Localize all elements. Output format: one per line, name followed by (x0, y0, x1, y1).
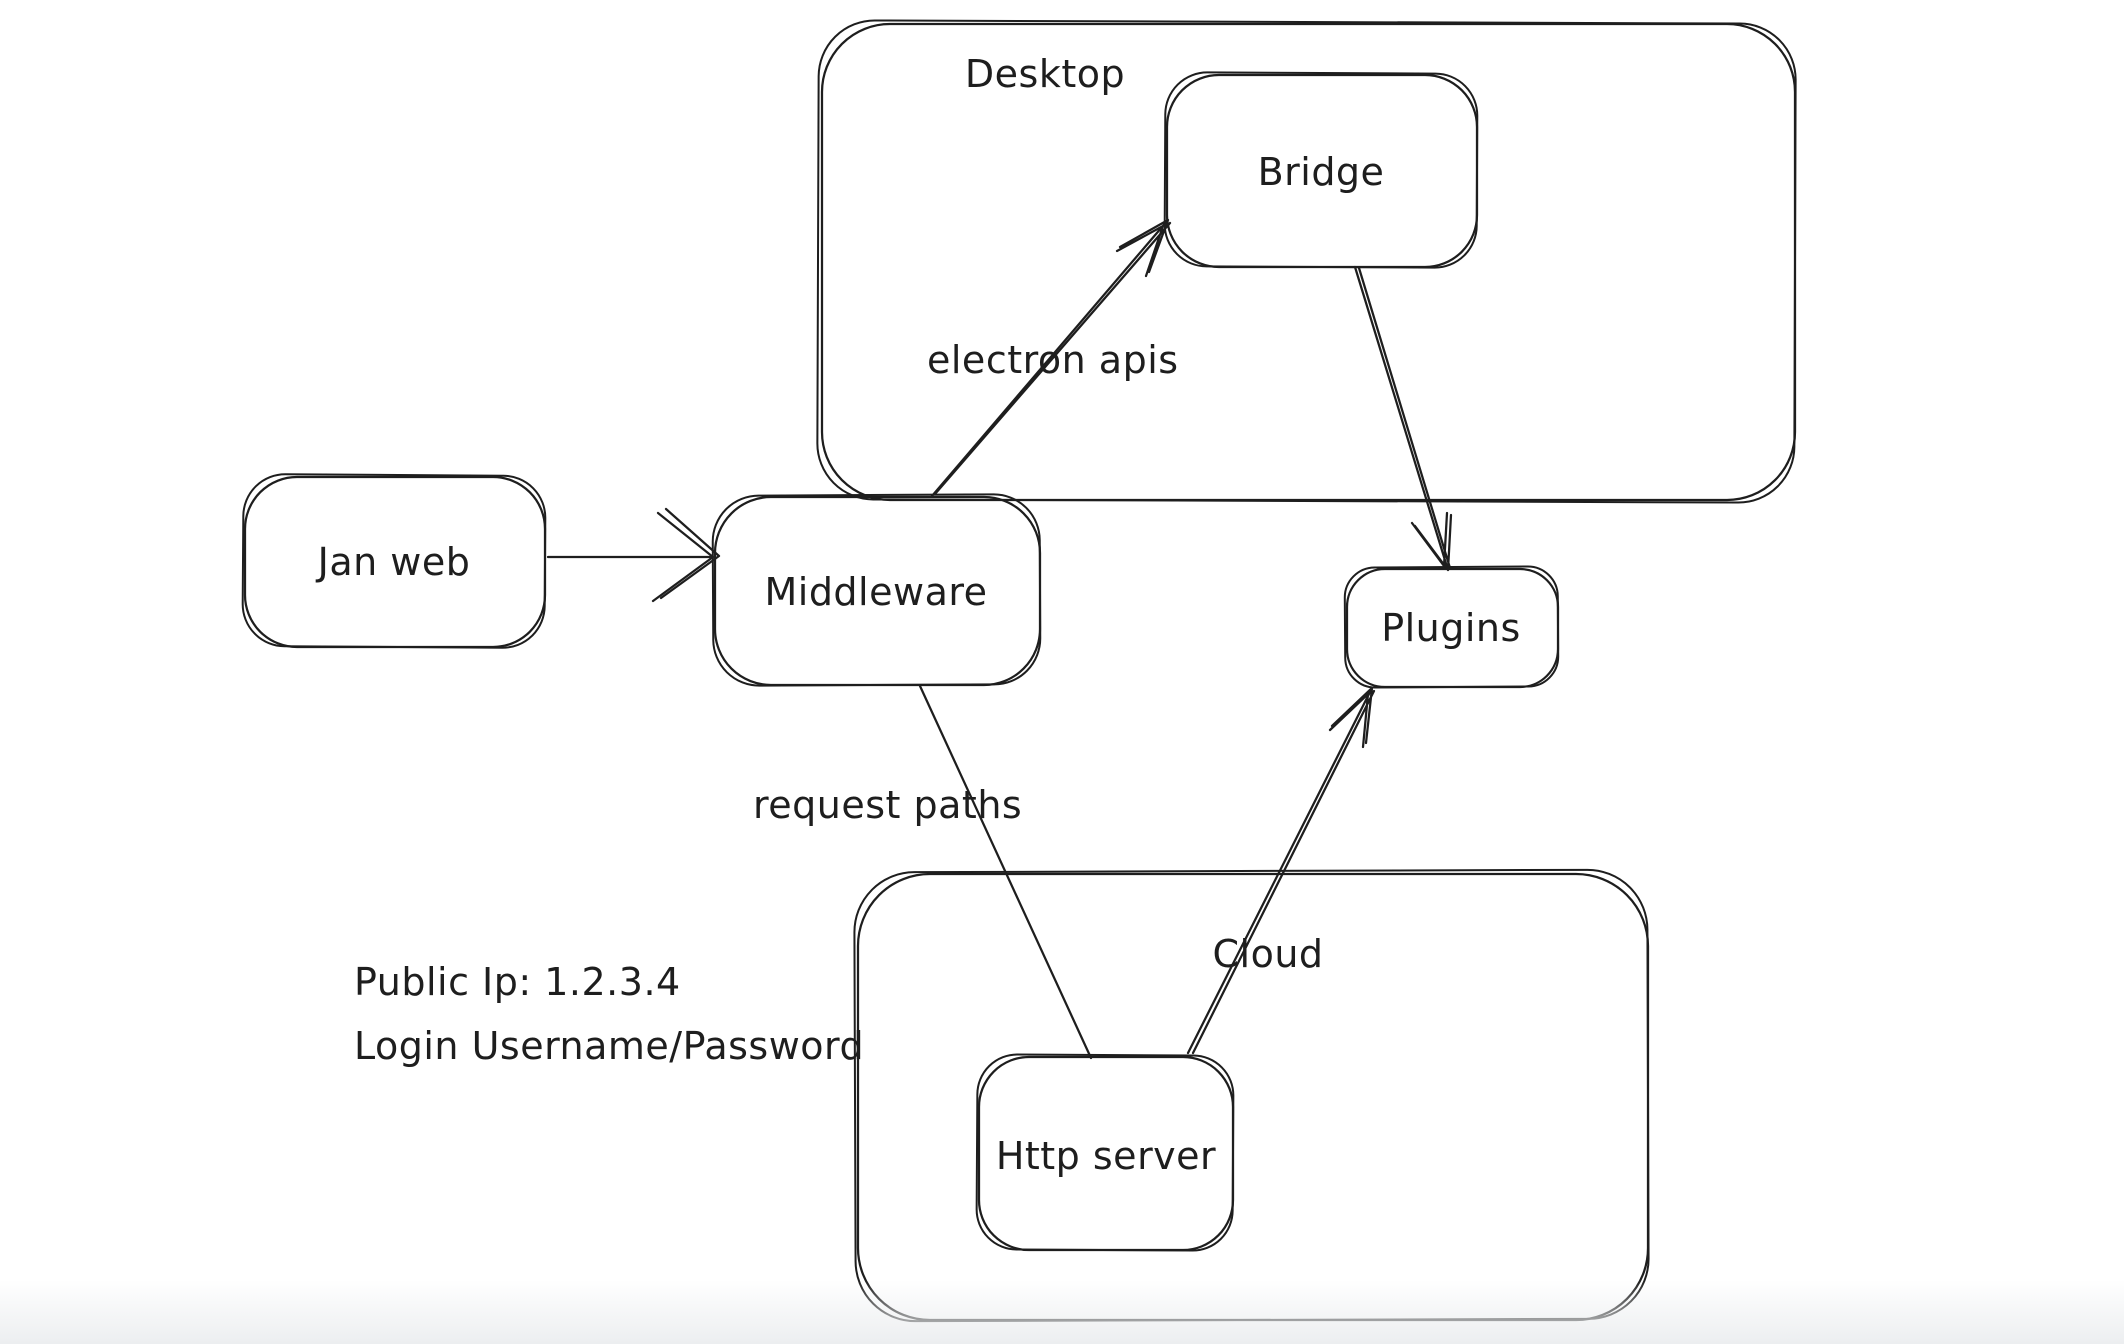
edge-label-request-paths[interactable]: request paths (753, 783, 1023, 827)
node-http-server-label[interactable]: Http server (995, 1134, 1217, 1178)
arrow-middleware-to-bridge[interactable] (930, 218, 1172, 498)
arrow-line (1186, 686, 1376, 1055)
node-http-server-shape[interactable] (975, 1053, 1235, 1252)
container-cloud-label[interactable]: Cloud (1212, 932, 1324, 976)
container-desktop-shape[interactable] (816, 19, 1797, 504)
arrow-bridge-to-plugins[interactable] (1353, 265, 1453, 572)
bridge-outline-stroke-2 (1163, 71, 1479, 269)
connector-line (918, 684, 1093, 1060)
node-jan-web-shape[interactable] (241, 473, 547, 649)
node-bridge-shape[interactable] (1163, 71, 1479, 269)
node-plugins-label[interactable]: Plugins (1381, 606, 1521, 650)
node-middleware-shape[interactable] (711, 493, 1042, 687)
container-desktop-label[interactable]: Desktop (964, 52, 1126, 96)
node-bridge-label[interactable]: Bridge (1257, 150, 1385, 194)
node-jan-web-label[interactable]: Jan web (317, 540, 471, 584)
line-middleware-to-httpserver[interactable] (918, 684, 1093, 1060)
middleware-outline-stroke-2 (711, 493, 1042, 687)
plugins-outline-stroke-2 (1343, 565, 1560, 689)
arrow-line (1353, 265, 1453, 572)
arrow-janweb-to-middleware[interactable] (546, 507, 721, 603)
jan-web-outline-stroke-2 (241, 473, 547, 649)
node-plugins-shape[interactable] (1343, 565, 1560, 689)
desktop-outline-stroke-2 (816, 19, 1797, 504)
arrow-line (546, 507, 721, 603)
arrow-line (930, 218, 1172, 498)
arrow-httpserver-to-plugins[interactable] (1186, 686, 1376, 1055)
node-middleware-label[interactable]: Middleware (764, 570, 988, 614)
http-server-outline-stroke-2 (975, 1053, 1235, 1252)
note-public-ip[interactable]: Public Ip: 1.2.3.4 (354, 960, 681, 1004)
edge-label-electron-apis[interactable]: electron apis (927, 338, 1179, 382)
note-login[interactable]: Login Username/Password (354, 1024, 865, 1068)
